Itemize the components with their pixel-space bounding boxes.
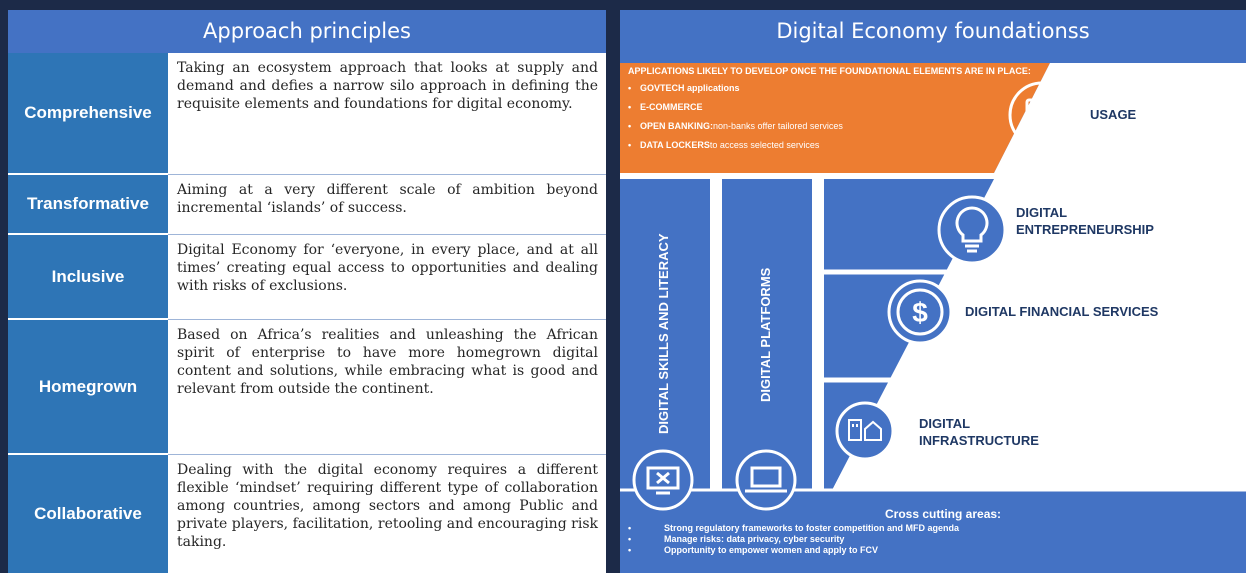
- white-diagonal: [832, 63, 1246, 490]
- cross-cutting-item: •Opportunity to empower women and apply …: [628, 545, 879, 555]
- cross-cutting-item: •Manage risks: data privacy, cyber secur…: [628, 534, 845, 544]
- foundations-title: Digital Economy foundationss: [620, 10, 1246, 53]
- pillar-gap-1: [710, 173, 722, 490]
- applications-block: APPLICATIONS LIKELY TO DEVELOP ONCE THE …: [628, 66, 1058, 151]
- applications-heading: APPLICATIONS LIKELY TO DEVELOP ONCE THE …: [628, 66, 1031, 76]
- usage-band: [620, 63, 1050, 173]
- principle-text-transformative: Aiming at a very different scale of ambi…: [168, 175, 606, 235]
- application-item-govtech: •GOVTECH applications: [628, 83, 740, 93]
- cross-cutting-item: •Strong regulatory frameworks to foster …: [628, 523, 960, 533]
- step-separator-usage: [620, 173, 994, 179]
- principle-label-transformative: Transformative: [8, 175, 168, 235]
- application-item-data-lockers: •DATA LOCKERS to access selected service…: [628, 140, 820, 150]
- foundations-panel: Digital Economy foundationss: [620, 10, 1246, 573]
- infrastructure-label: DIGITAL INFRASTRUCTURE: [919, 416, 1039, 448]
- list-document-icon: [1008, 81, 1076, 149]
- approach-principles-title: Approach principles: [8, 10, 606, 53]
- principle-text-homegrown: Based on Africa’s realities and unleashi…: [168, 320, 606, 455]
- pillar-digital-platforms: DIGITAL PLATFORMS: [758, 267, 773, 402]
- usage-label: USAGE: [1090, 107, 1137, 122]
- approach-principles-panel: Approach principles Comprehensive Taking…: [8, 10, 606, 573]
- dollar-coin-icon: $: [887, 279, 953, 345]
- monitor-x-icon: [632, 449, 694, 511]
- svg-text:$: $: [912, 297, 928, 328]
- entrepreneurship-label: DIGITAL ENTREPRENEURSHIP: [1016, 205, 1154, 237]
- buildings-home-icon: [835, 401, 895, 461]
- cross-cutting-band: [620, 490, 1246, 573]
- financial-services-label: DIGITAL FINANCIAL SERVICES: [965, 304, 1159, 319]
- staircase-diagram: $: [620, 63, 1246, 573]
- lightbulb-icon: [937, 195, 1007, 265]
- principle-text-inclusive: Digital Economy for ‘everyone, in every …: [168, 235, 606, 320]
- application-item-ecommerce: •E-COMMERCE: [628, 102, 703, 112]
- principle-label-collaborative: Collaborative: [8, 455, 168, 573]
- principle-text-collaborative: Dealing with the digital economy require…: [168, 455, 606, 573]
- application-item-open-banking: •OPEN BANKING: non-banks offer tailored …: [628, 121, 843, 131]
- laptop-icon: [735, 449, 797, 511]
- principle-label-inclusive: Inclusive: [8, 235, 168, 320]
- principle-text-comprehensive: Taking an ecosystem approach that looks …: [168, 53, 606, 175]
- principle-label-comprehensive: Comprehensive: [8, 53, 168, 175]
- pillar-gap-2: [812, 173, 824, 490]
- cross-cutting-list: •Strong regulatory frameworks to foster …: [628, 523, 959, 556]
- cross-cutting-heading: Cross cutting areas:: [885, 507, 1002, 521]
- principle-label-homegrown: Homegrown: [8, 320, 168, 455]
- pillar-skills-literacy: DIGITAL SKILLS AND LITERACY: [656, 233, 671, 434]
